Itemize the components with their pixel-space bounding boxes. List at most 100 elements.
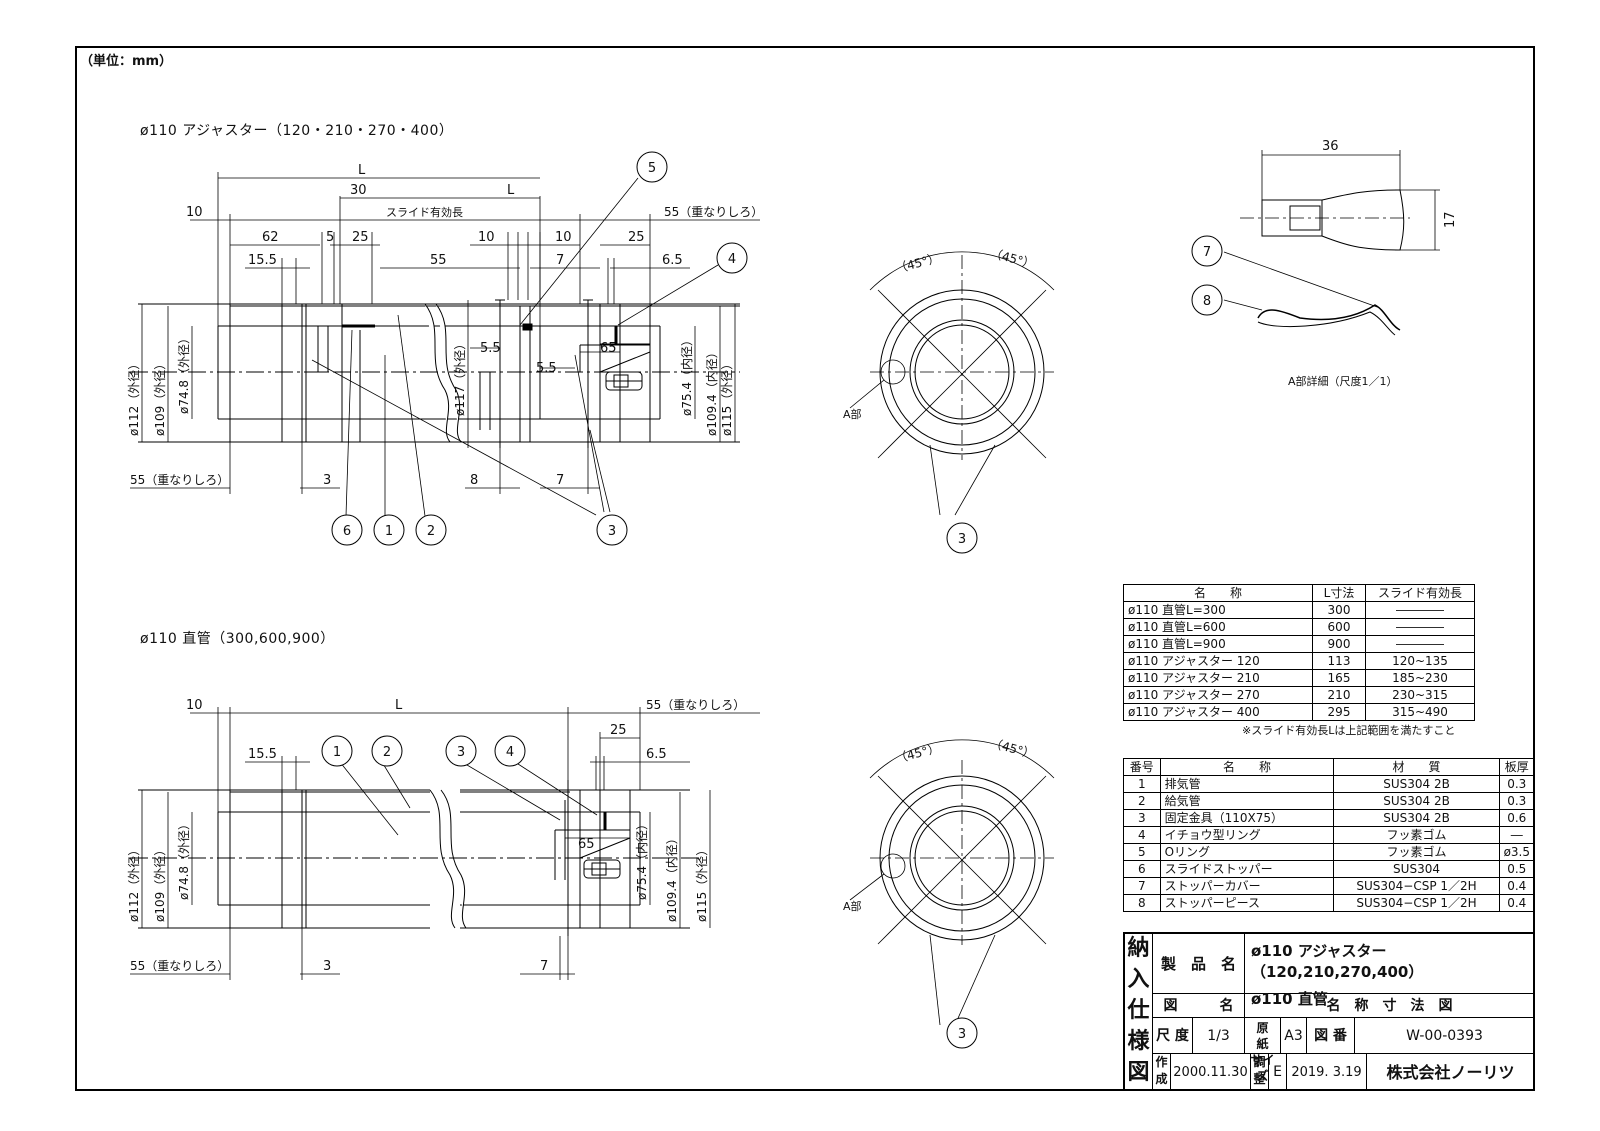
parts-cell-thickness: 0.3 [1498,792,1536,810]
svg-text:4: 4 [506,745,514,760]
detail-a-drawing [1223,150,1440,336]
parts-header-no: 番号 [1123,758,1161,776]
sp-dim-3: 3 [323,959,331,974]
angle-right-bottom: （45°） [989,736,1036,761]
svg-text:3: 3 [457,745,465,760]
size-cell-name: ø110 アジャスター 120 [1123,652,1313,670]
sp-balloon-2: 2 [371,735,403,767]
svg-text:3: 3 [958,532,966,547]
sp-balloon-3: 3 [445,735,477,767]
angle-left-top: （45°） [894,251,941,276]
dim-6-5: 6.5 [662,253,683,268]
adjusted-label: 調 整 [1251,1054,1269,1091]
size-cell-slide: 185~230 [1365,669,1475,687]
balloon-3: 3 [596,514,628,546]
detail-caption: A部詳細（尺度1／1） [1288,374,1398,388]
label-a-top: A部 [843,407,862,421]
paper-label-line: 原 紙 [1256,1021,1281,1051]
size-cell-l: 295 [1312,703,1366,721]
sp-balloon-1: 1 [321,735,353,767]
table-row: ø110 アジャスター 270 210 230~315 [1123,686,1475,704]
revision-mark: E [1269,1054,1287,1091]
size-cell-l: 600 [1312,618,1366,636]
created-label-char: 成 [1155,1072,1168,1086]
scale-value: 1/3 [1193,1018,1245,1054]
dim-od115: ø115（外径） [720,358,734,436]
product-label: 製 品 名 [1153,934,1245,994]
size-cell-slide: ―――― [1365,601,1475,619]
drawing-label: 図 名 [1153,994,1245,1018]
top-drawing-title: ø110 アジャスター（120・210・270・400） [140,123,454,139]
parts-cell-material: フッ素ゴム [1333,826,1500,844]
dim-od117: ø117（外径） [453,338,467,416]
dim-5-5-a: 5.5 [480,341,501,356]
dim-25-right: 25 [628,230,645,245]
parts-cell-name: 給気管 [1159,792,1335,810]
angle-right-top: （45°） [989,246,1036,271]
balloon-6: 6 [331,514,363,546]
product-name-cell: ø110 アジャスター（120,210,270,400） ø110 直管 [1245,934,1535,1008]
sp-dim-id75-4: ø75.4（内径） [635,818,649,900]
parts-cell-material: フッ素ゴム [1333,843,1500,861]
sp-dim-15-5: 15.5 [248,747,277,762]
svg-text:6: 6 [343,524,351,539]
sp-dim-overlap-left: 55（重なりしろ） [130,959,229,973]
dim-10-left: 10 [186,205,203,220]
drawing-frame [75,46,1535,1091]
size-cell-l: 210 [1312,686,1366,704]
dim-8: 8 [470,473,478,488]
angle-left-bottom: （45°） [894,741,941,766]
sp-dim-overlap-right: 55（重なりしろ） [646,698,745,712]
adjusted-label-char: 調 [1253,1055,1266,1069]
end-balloon-3-top: 3 [946,522,978,554]
sp-balloon-4: 4 [494,735,526,767]
parts-cell-thickness: ― [1498,826,1536,844]
dim-overlap-left: 55（重なりしろ） [130,473,229,487]
parts-cell-name: Oリング [1159,843,1335,861]
svg-text:8: 8 [1203,294,1211,309]
table-row: ø110 アジャスター 400 295 315~490 [1123,703,1475,721]
straight-pipe-drawing [130,780,700,936]
size-cell-l: 900 [1312,635,1366,653]
table-row: ø110 直管L=300 300 ―――― [1123,601,1475,619]
size-cell-slide: 230~315 [1365,686,1475,704]
end-balloon-3-bottom: 3 [946,1017,978,1049]
size-cell-name: ø110 アジャスター 270 [1123,686,1313,704]
parts-cell-name: ストッパーカバー [1159,877,1335,895]
end-view-bottom [849,739,1055,1026]
parts-cell-name: 排気管 [1159,775,1335,793]
parts-cell-material: SUS304 2B [1333,775,1500,793]
size-cell-slide: 315~490 [1365,703,1475,721]
svg-text:2: 2 [383,745,391,760]
title-block: 納 入 仕 様 図 製 品 名 ø110 アジャスター（120,210,270,… [1123,932,1535,1091]
sp-dim-7: 7 [540,959,548,974]
size-cell-slide: 120~135 [1365,652,1475,670]
dim-od109: ø109（外径） [153,358,167,436]
size-header-name: 名 称 [1123,584,1313,602]
side-char: 納 [1127,936,1150,961]
size-cell-name: ø110 直管L=600 [1123,618,1313,636]
detail-dim-17: 17 [1443,211,1458,228]
parts-cell-thickness: 0.4 [1498,877,1536,895]
parts-cell-material: SUS304 [1333,860,1500,878]
straight-pipe-dimension-lines [130,707,760,980]
dim-slide: スライド有効長 [386,205,463,219]
parts-cell-no: 8 [1123,894,1161,912]
sp-dim-6-5: 6.5 [646,747,667,762]
straight-pipe-leaders [339,761,598,836]
side-char: 入 [1127,967,1150,992]
parts-cell-no: 2 [1123,792,1161,810]
created-label: 作 成 [1153,1054,1171,1091]
dim-7-bottom: 7 [556,473,564,488]
svg-text:7: 7 [1203,245,1211,260]
table-row: ø110 アジャスター 120 113 120~135 [1123,652,1475,670]
parts-cell-material: SUS304 2B [1333,809,1500,827]
table-row: ø110 アジャスター 210 165 185~230 [1123,669,1475,687]
